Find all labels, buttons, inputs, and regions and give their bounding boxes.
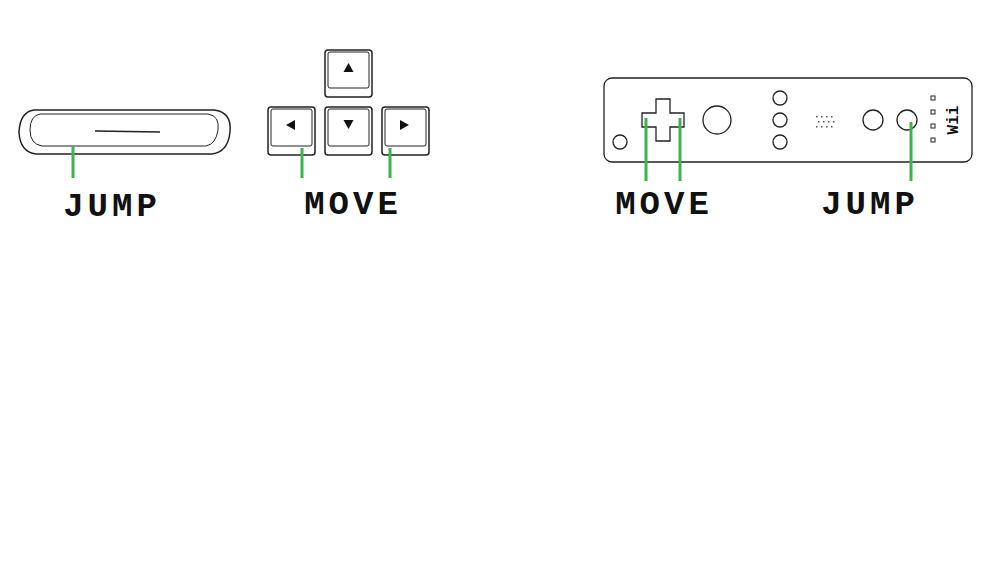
leader-line: [645, 118, 648, 181]
up-arrow-glyph: [344, 63, 354, 72]
one-button: [863, 110, 883, 130]
wii-remote-body: [604, 78, 972, 162]
speaker-grille: [816, 116, 835, 128]
home-button: [773, 113, 787, 127]
control-label: JUMP: [821, 188, 919, 222]
right-arrow-glyph: [400, 120, 409, 130]
control-label: MOVE: [304, 188, 402, 222]
player-led: [931, 110, 935, 114]
spacebar-key: [19, 110, 230, 154]
minus-button: [773, 91, 787, 105]
down-arrow-glyph: [344, 120, 354, 129]
power-button: [613, 135, 627, 149]
leader-line: [301, 148, 304, 178]
right-key: [382, 107, 429, 155]
up-key-top: [328, 52, 369, 88]
spacebar-shine: [95, 131, 160, 132]
up-key: [325, 50, 372, 97]
leader-line: [389, 148, 392, 178]
leader-line: [72, 146, 75, 178]
plus-button: [773, 135, 787, 149]
left-key-top: [271, 109, 312, 146]
brand-logo: Wii: [946, 106, 962, 135]
control-label: JUMP: [63, 190, 161, 224]
down-key: [325, 107, 372, 155]
player-led: [931, 138, 935, 142]
a-button: [703, 106, 731, 134]
player-led: [931, 124, 935, 128]
left-key: [268, 107, 315, 155]
control-label: MOVE: [615, 188, 713, 222]
player-led: [931, 96, 935, 100]
spacebar-top: [30, 114, 218, 146]
down-key-top: [328, 109, 369, 146]
right-key-top: [385, 109, 426, 146]
left-arrow-glyph: [286, 120, 295, 130]
leader-line: [910, 122, 913, 181]
dpad: [642, 99, 684, 141]
two-button: [897, 110, 917, 130]
leader-line: [679, 118, 682, 181]
